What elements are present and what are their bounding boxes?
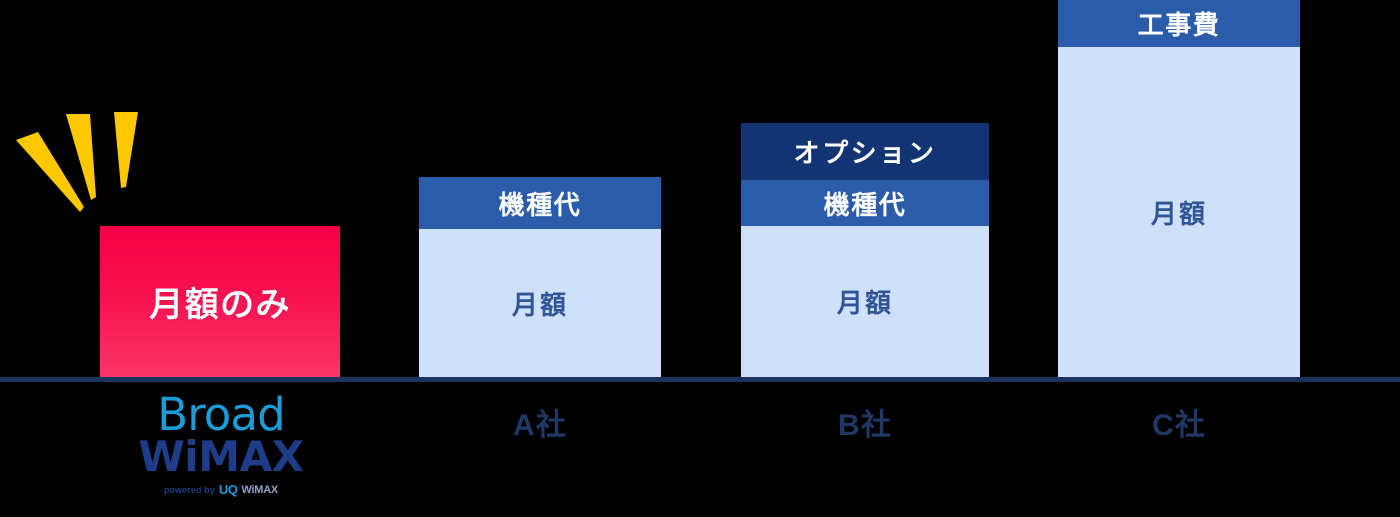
bar-broad-wimax: 月額のみ <box>100 226 340 377</box>
axis-baseline <box>0 377 1400 382</box>
logo-powered-by-text: powered by <box>163 484 215 495</box>
logo-uq-wimax-text: WiMAX <box>241 483 279 496</box>
bar-segment-device-fee: 機種代 <box>741 180 989 226</box>
bar-segment-label: 月額のみ <box>149 286 291 324</box>
bar-segment-label: 月額 <box>511 289 569 320</box>
category-label-company-b: B社 <box>837 409 893 442</box>
bar-company-b: オプション 機種代 月額 <box>741 123 989 377</box>
logo-wimax-text: WiMAX <box>138 432 304 482</box>
bar-segment-option-fee: オプション <box>741 123 989 180</box>
broad-wimax-logo: Broad WiMAX powered by UQ WiMAX <box>131 388 311 513</box>
bar-segment-label: オプション <box>793 138 937 168</box>
logo-broad-text: Broad <box>157 388 285 441</box>
bar-segment-label: 機種代 <box>498 189 582 220</box>
bar-segment-device-fee: 機種代 <box>419 177 661 229</box>
bar-segment-monthly-fee: 月額 <box>1058 47 1300 377</box>
bar-segment-construction-fee: 工事費 <box>1058 0 1300 47</box>
bar-segment-monthly-fee: 月額 <box>419 229 661 377</box>
bar-segment-monthly-fee: 月額 <box>741 226 989 377</box>
bar-company-a: 機種代 月額 <box>419 177 661 377</box>
logo-uq-text: UQ <box>218 482 238 498</box>
category-label-company-a: A社 <box>512 409 568 442</box>
bar-segment-label: 工事費 <box>1137 10 1221 40</box>
logo-powered-by-row: powered by UQ WiMAX <box>131 482 311 497</box>
bar-segment-label: 機種代 <box>823 189 907 220</box>
sparkle-rays-icon <box>14 112 174 237</box>
bar-segment-label: 月額 <box>836 288 894 318</box>
category-label-company-c: C社 <box>1151 409 1207 442</box>
bar-segment-monthly-only: 月額のみ <box>100 226 340 377</box>
bar-company-c: 工事費 月額 <box>1058 0 1300 377</box>
bar-segment-label: 月額 <box>1150 198 1208 229</box>
